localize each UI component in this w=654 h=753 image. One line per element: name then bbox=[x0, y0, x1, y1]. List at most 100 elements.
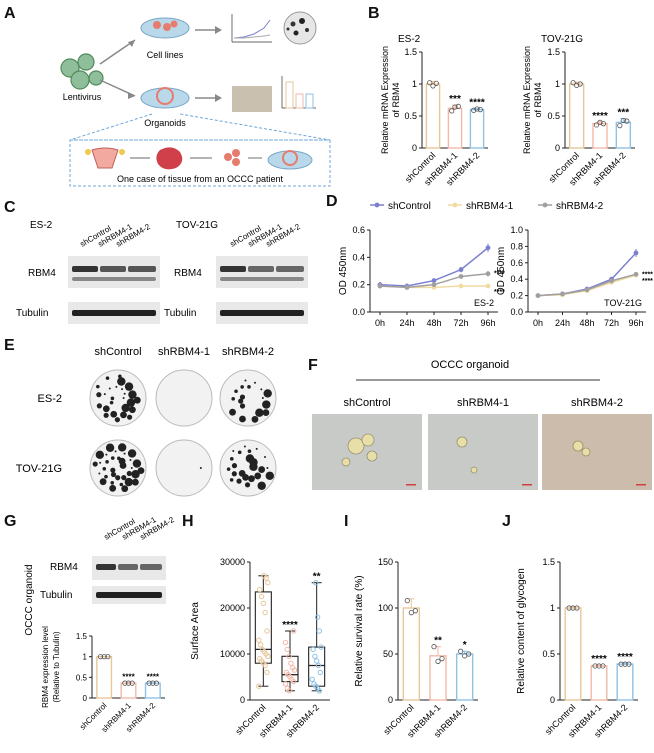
y-axis-label: Relative survival rate (%) bbox=[354, 575, 365, 686]
colony bbox=[260, 388, 263, 391]
data-point bbox=[570, 80, 576, 86]
organoid bbox=[347, 437, 365, 455]
box bbox=[254, 591, 272, 664]
blot-band bbox=[220, 277, 304, 281]
panel-label-i: I bbox=[344, 513, 348, 530]
row-label: ES-2 bbox=[38, 393, 62, 405]
data-point bbox=[290, 665, 296, 671]
significance-label: **** bbox=[591, 654, 607, 665]
significance-label: **** bbox=[642, 271, 653, 278]
colony bbox=[234, 389, 238, 394]
organoid bbox=[341, 457, 351, 467]
data-point bbox=[449, 108, 455, 114]
colony bbox=[110, 480, 115, 485]
data-point bbox=[290, 628, 297, 634]
colony bbox=[115, 385, 118, 388]
panel-label-d: D bbox=[326, 193, 338, 210]
blot-c-tov-lanes: shControl shRBM4-1 shRBM4-2 bbox=[229, 222, 303, 249]
colony bbox=[231, 463, 238, 469]
significance-label: *** bbox=[617, 108, 629, 119]
colony bbox=[239, 403, 246, 409]
colony bbox=[108, 387, 111, 390]
data-point bbox=[566, 605, 572, 611]
colony-dish bbox=[219, 369, 277, 427]
column-label: shRBM4-1 bbox=[457, 397, 509, 409]
blot-band bbox=[140, 564, 162, 570]
organoid bbox=[361, 433, 375, 447]
y-tick-label: 0.0 bbox=[510, 307, 523, 317]
column-label: shControl bbox=[94, 346, 141, 358]
data-point bbox=[283, 669, 290, 676]
colony bbox=[240, 385, 244, 389]
y-tick-label: 1.0 bbox=[510, 225, 523, 235]
data-point bbox=[259, 646, 266, 653]
organoid-dish-icon bbox=[140, 87, 190, 109]
series-point bbox=[404, 285, 410, 290]
x-tick-label: 0h bbox=[533, 318, 543, 328]
data-point bbox=[617, 123, 623, 129]
data-point bbox=[412, 608, 418, 614]
x-tick-label: 24h bbox=[399, 318, 414, 328]
colony bbox=[102, 405, 110, 413]
colony bbox=[265, 471, 274, 480]
blot-band bbox=[96, 564, 116, 570]
panel-label-e: E bbox=[4, 337, 15, 354]
colony bbox=[121, 475, 127, 481]
blot-c-tov-label: TOV-21G bbox=[176, 220, 218, 231]
y-axis-label: Relative mRNA Expression bbox=[380, 46, 390, 154]
data-point bbox=[574, 605, 580, 611]
blot-row-label: Tubulin bbox=[164, 308, 196, 319]
data-point bbox=[439, 655, 445, 662]
colony bbox=[243, 445, 246, 448]
data-point bbox=[433, 80, 439, 86]
data-point bbox=[312, 653, 318, 659]
arrowhead bbox=[128, 92, 135, 99]
series-point bbox=[431, 282, 437, 288]
y-tick-label: 30000 bbox=[220, 557, 245, 567]
y-tick-label: 0 bbox=[550, 695, 555, 705]
blot-row-label: Tubulin bbox=[40, 590, 72, 601]
significance-label: **** bbox=[122, 673, 135, 682]
colony bbox=[229, 408, 236, 416]
blot-band bbox=[96, 592, 162, 598]
blot-c-es2-lanes: shControl shRBM4-1 shRBM4-2 bbox=[79, 222, 153, 249]
y-tick-label: 0 bbox=[240, 695, 245, 705]
significance-label: **** bbox=[147, 673, 160, 682]
colony bbox=[105, 460, 109, 464]
panel-label-a: A bbox=[4, 5, 16, 22]
y-tick-label: 0 bbox=[412, 143, 417, 153]
data-point bbox=[471, 107, 477, 113]
y-axis-label: OD 450nm bbox=[496, 247, 507, 295]
colony bbox=[262, 409, 270, 417]
colony bbox=[114, 417, 120, 423]
colony bbox=[117, 377, 126, 386]
uterus-icon bbox=[85, 147, 125, 169]
data-point bbox=[435, 658, 441, 664]
colony bbox=[117, 443, 127, 452]
series-point bbox=[609, 278, 614, 284]
significance-label: **** bbox=[617, 652, 633, 663]
bar bbox=[590, 665, 608, 701]
colony bbox=[254, 472, 262, 480]
bar bbox=[429, 655, 447, 701]
legend-label: shRBM4-1 bbox=[466, 201, 514, 212]
panel-label-c: C bbox=[4, 199, 16, 216]
y-tick-label: 20000 bbox=[220, 603, 245, 613]
y-tick-label: 0.5 bbox=[542, 649, 555, 659]
cell-lines-label: Cell lines bbox=[147, 50, 184, 60]
data-point bbox=[600, 663, 606, 669]
series-point bbox=[633, 250, 639, 256]
data-point bbox=[264, 669, 270, 676]
column-label: shRBM4-2 bbox=[222, 346, 274, 358]
data-point bbox=[622, 661, 628, 667]
colony bbox=[98, 472, 101, 475]
colony bbox=[266, 467, 269, 469]
colony bbox=[137, 467, 145, 475]
significance-label: *** bbox=[449, 94, 461, 105]
y-tick-label: 0.4 bbox=[510, 274, 523, 284]
legend-marker bbox=[452, 202, 458, 208]
series-point bbox=[485, 245, 491, 251]
